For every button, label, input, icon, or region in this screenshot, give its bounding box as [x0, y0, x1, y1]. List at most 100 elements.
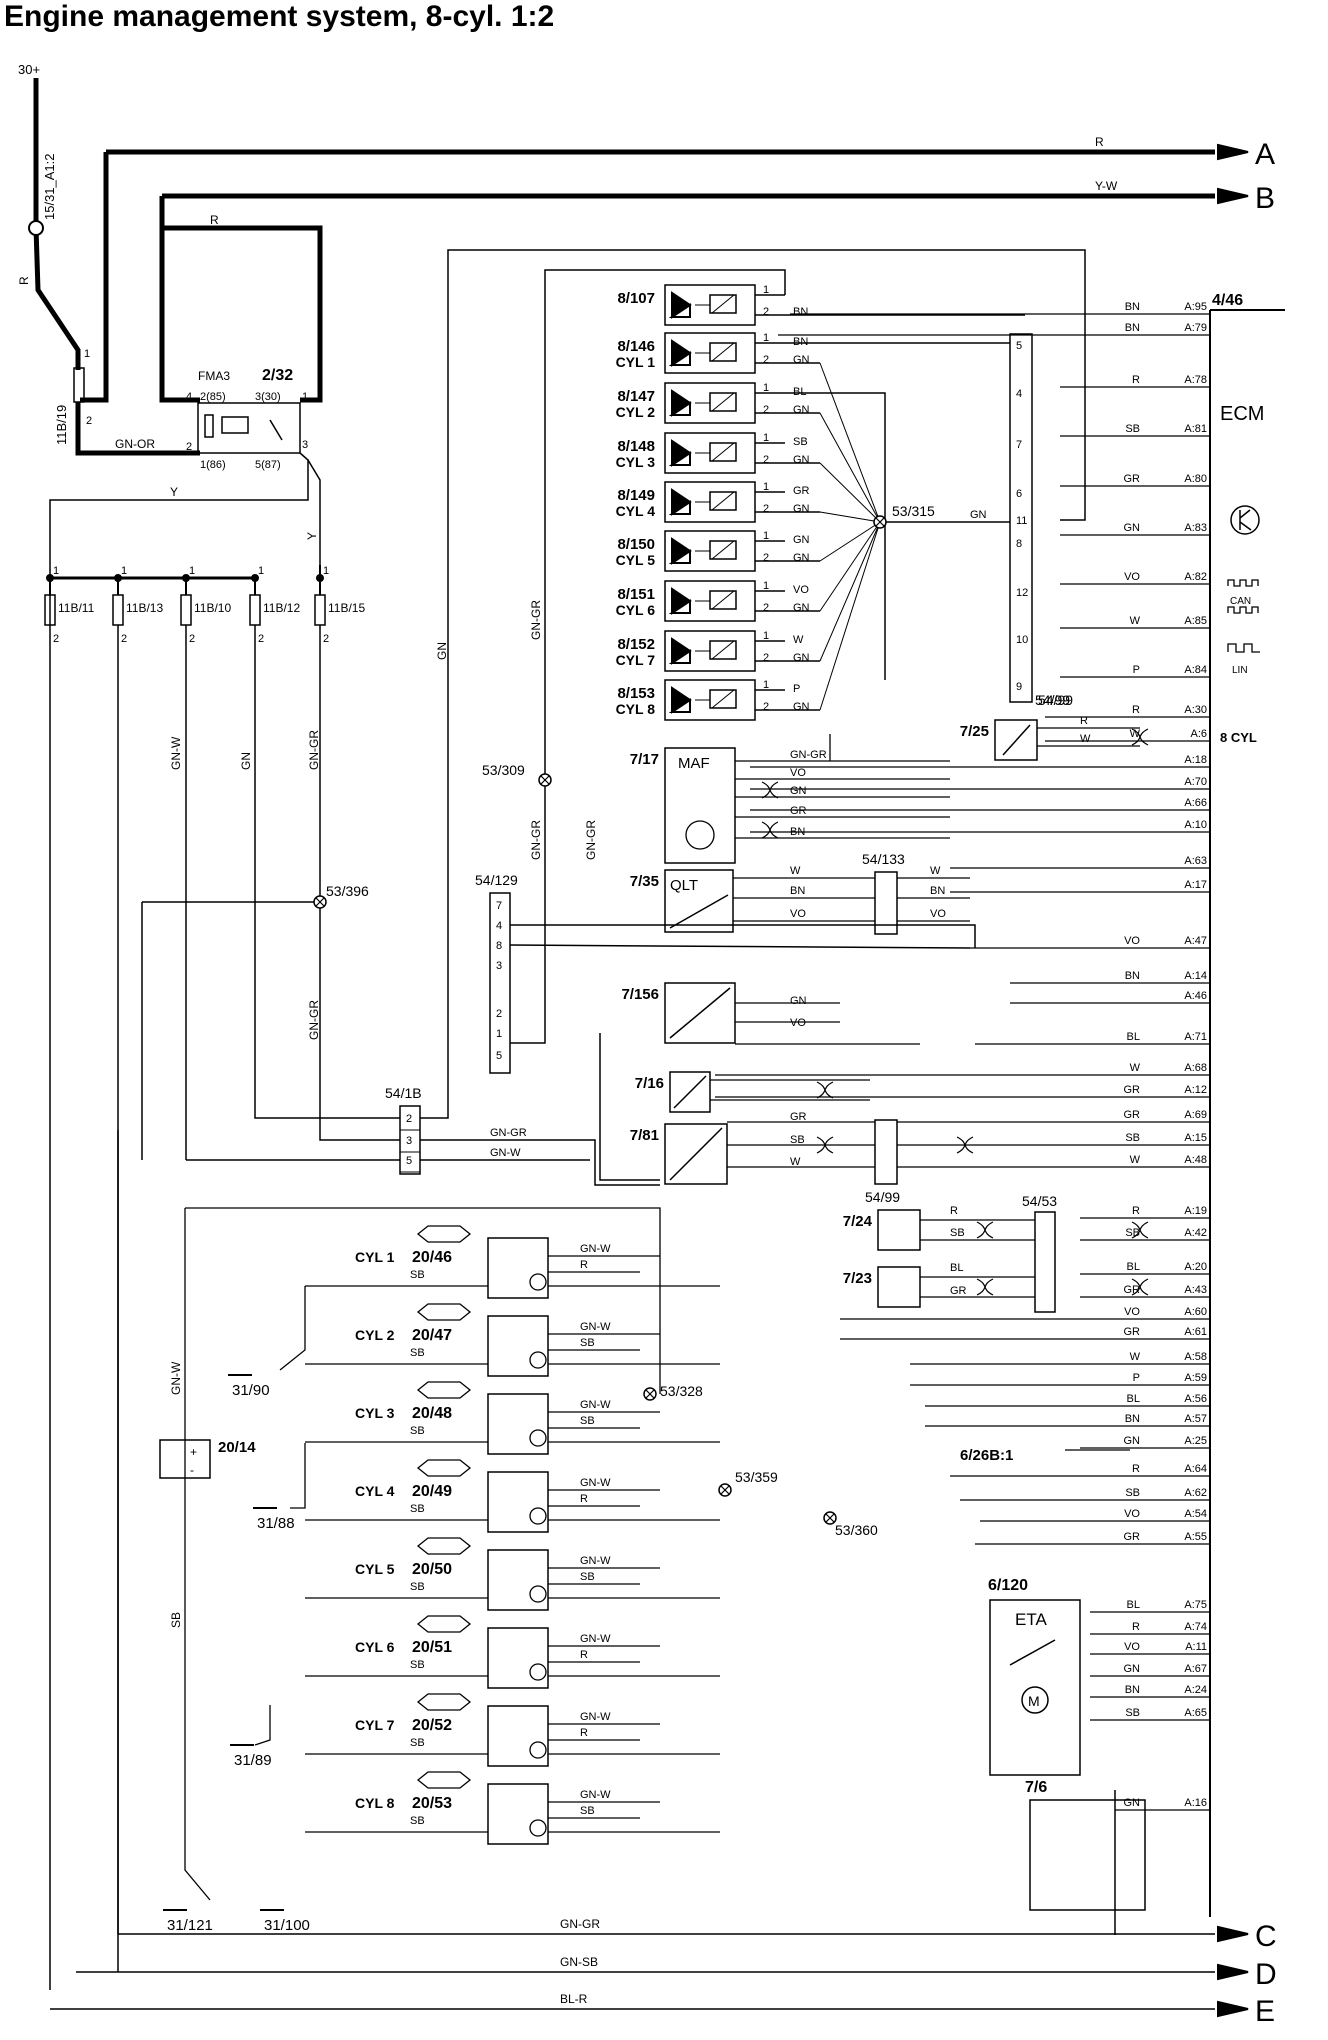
injector-nozzle-icon: [668, 599, 691, 614]
relay-feed-label: R: [210, 213, 219, 227]
ecm-pin-label: A:81: [1184, 423, 1207, 435]
connector-id: 54/129: [475, 872, 518, 888]
connector-pin: 5: [1016, 340, 1022, 352]
sensor-7-23: [877, 1266, 921, 1308]
ecm-pin-wire-label: VO: [1124, 1306, 1140, 1318]
wire-label: R: [580, 1649, 588, 1661]
connector-54-1b: [399, 1105, 421, 1175]
injector-cyl: CYL 8: [616, 701, 656, 717]
injector-gnd: [819, 521, 881, 662]
wire-label: R: [580, 1727, 588, 1739]
connector-pin: 4: [1016, 388, 1022, 400]
injector-id: 8/148: [617, 438, 655, 455]
ecm-pin-wire-label: W: [1130, 1062, 1141, 1074]
twisted-pair: [816, 1081, 834, 1099]
relay-out-wire: [307, 459, 321, 565]
capacitor-minus: -: [190, 1463, 194, 1477]
wire-label: GN-W: [580, 1633, 611, 1645]
fuse-bus-dot: [251, 574, 259, 582]
injector-coil: [709, 689, 737, 709]
ecm-bus-icon: [1227, 579, 1259, 587]
ecm-pin-wire-label: VO: [1124, 1641, 1140, 1653]
coil-id: 20/50: [412, 1561, 452, 1578]
sensor-7-35: [664, 869, 734, 933]
wire-label: GN: [970, 509, 987, 521]
offpage-letter: D: [1255, 1958, 1277, 1991]
ecm-pin-wire-label: GR: [1124, 1084, 1141, 1096]
ecm-pin-label: A:71: [1184, 1031, 1207, 1043]
wire-label: GN: [790, 785, 807, 797]
wire-label: GN-GR: [790, 749, 827, 761]
wire-label: SB: [793, 436, 808, 448]
maf-transistor-icon: [685, 820, 715, 850]
injector-1: [664, 332, 756, 374]
connector-pin: 8: [1016, 538, 1022, 550]
fuse-11b15-wire: [319, 625, 400, 1141]
coil-cyl: CYL 2: [355, 1327, 395, 1343]
wire-label: GN: [793, 652, 810, 664]
wire-label: BL: [950, 1262, 963, 1274]
ecm-pin-label: A:83: [1184, 522, 1207, 534]
twisted-pair: [1131, 1278, 1149, 1296]
ecm-pin-label: A:78: [1184, 374, 1207, 386]
injector-coil: [709, 342, 737, 362]
pin-label: 2: [763, 602, 769, 614]
wire-label: BN: [790, 826, 805, 838]
ecm-pin-label: A:64: [1184, 1463, 1207, 1475]
wire-label: W: [793, 634, 804, 646]
ecm-pin-label: A:15: [1184, 1132, 1207, 1144]
twisted-pair: [761, 781, 779, 799]
gn-w-bus: [185, 1207, 661, 1394]
injector-coil: [709, 442, 737, 462]
wire-label: GN-W: [580, 1477, 611, 1489]
wire-label: GN-W: [490, 1147, 521, 1159]
pin-label: 1: [763, 530, 769, 542]
connector-pin: 3: [406, 1135, 412, 1147]
ecm-pin-wire-label: P: [1133, 664, 1140, 676]
coil-transistor-icon: [529, 1585, 547, 1603]
sensor-slash: [669, 1127, 723, 1181]
connector-pin: 2: [406, 1113, 412, 1125]
coil-transistor-icon: [529, 1351, 547, 1369]
sensor-slash: [669, 894, 729, 929]
page-title: Engine management system, 8-cyl. 1:2: [4, 0, 555, 33]
ecm-id: 4/46: [1212, 292, 1243, 309]
relay-label: FMA3: [198, 369, 230, 383]
relay-id: 2/32: [262, 367, 293, 384]
ignition-coil-4: [487, 1549, 549, 1611]
pin-label: 2: [763, 454, 769, 466]
gn-gr-drop: [599, 1033, 660, 1181]
offpage-wire-label: R: [1095, 135, 1104, 149]
injector-7: [664, 630, 756, 672]
wire-label: R: [950, 1205, 958, 1217]
injector-coil-slash: [711, 590, 735, 610]
injector-8-107-feed: [544, 269, 786, 780]
fuse-label: 11B/10: [194, 601, 231, 615]
ecm-pin-wire-label: W: [1130, 615, 1141, 627]
pin-label: 2: [763, 306, 769, 318]
ground-label: 31/100: [264, 1917, 310, 1934]
connector-id: 54/99: [1038, 692, 1073, 708]
ecm-pin-wire-label: BN: [1125, 1684, 1140, 1696]
ecm-pin-label: A:42: [1184, 1227, 1207, 1239]
splice-label: 53/360: [835, 1522, 878, 1538]
ecm-pin-wire-label: R: [1132, 374, 1140, 386]
wire-label: BN: [930, 885, 945, 897]
wire-label: GN: [793, 534, 810, 546]
fuse-bus-dot: [114, 574, 122, 582]
ecm-pin-wire-label: R: [1132, 704, 1140, 716]
injector-coil-slash: [711, 294, 735, 314]
wire-label: GN-W: [580, 1243, 611, 1255]
qlt-label: QLT: [670, 877, 698, 894]
supply-ref-label: 15/31_A1:2: [42, 153, 57, 220]
54-1b-p3: [420, 1139, 660, 1186]
coil-transistor-icon: [529, 1741, 547, 1759]
ecm-pin-label: A:19: [1184, 1205, 1207, 1217]
pin-label: 2: [121, 633, 127, 645]
wire-label: R: [580, 1259, 588, 1271]
ecm-pin-label: A:59: [1184, 1372, 1207, 1384]
pin-label: 1: [323, 565, 329, 577]
injector-coil: [709, 392, 737, 412]
pin-label: 1: [84, 348, 90, 360]
injector-cyl: CYL 2: [616, 404, 656, 420]
